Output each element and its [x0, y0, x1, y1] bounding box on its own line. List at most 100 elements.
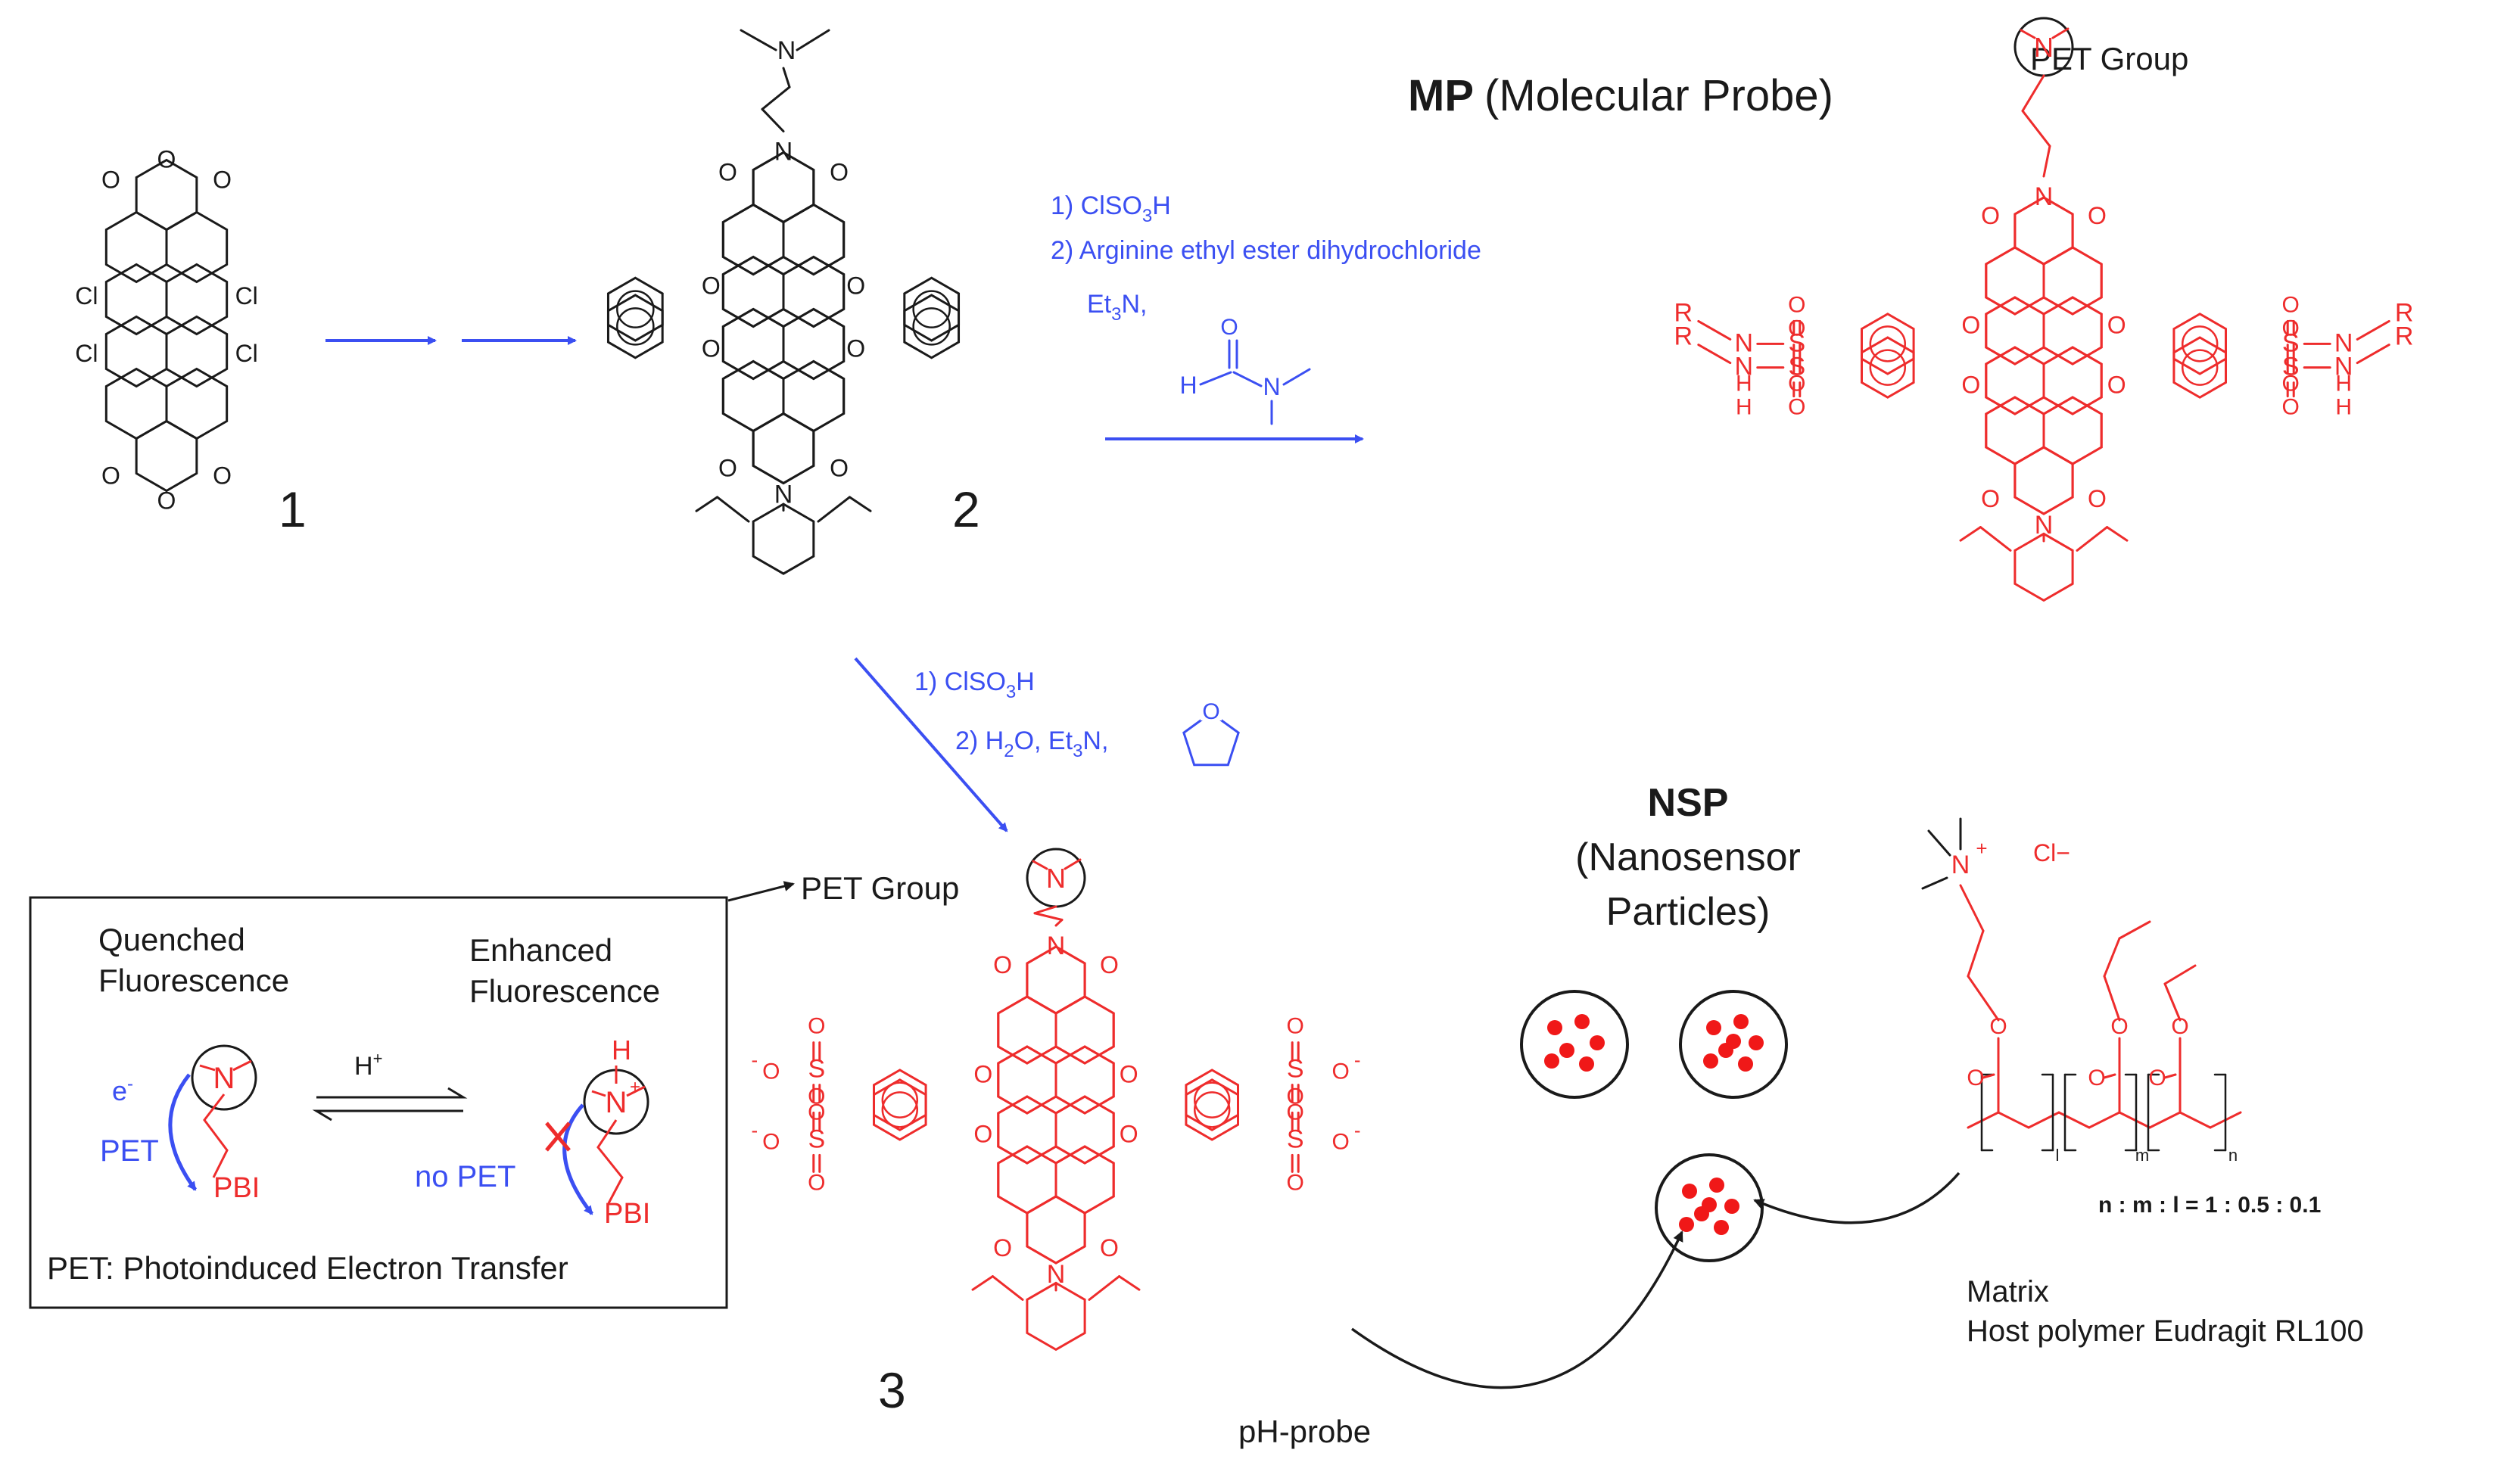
svg-text:O: O	[1981, 202, 2000, 229]
mp-step1: 1) ClSO3H	[1051, 191, 1171, 226]
svg-text:S: S	[1287, 1055, 1304, 1084]
svg-text:O: O	[2171, 1014, 2188, 1039]
probe-dot	[1726, 1034, 1741, 1049]
svg-text:O: O	[1981, 485, 2000, 512]
svg-text:-: -	[751, 1049, 758, 1072]
svg-text:O: O	[993, 1234, 1012, 1262]
pet-mechanism-box: Quenched Fluorescence Enhanced Fluoresce…	[29, 881, 795, 1309]
svg-text:O: O	[718, 454, 737, 481]
svg-text:S: S	[2282, 328, 2300, 357]
svg-text:O: O	[808, 1014, 825, 1039]
probe-dot	[1579, 1056, 1594, 1072]
svg-text:O: O	[2282, 316, 2300, 341]
svg-text:O: O	[1961, 372, 1980, 399]
svg-text:O: O	[762, 1059, 780, 1084]
svg-text:O: O	[1788, 292, 1805, 317]
svg-text:O: O	[1961, 311, 1980, 338]
svg-text:-: -	[1354, 1118, 1361, 1141]
svg-text:O: O	[2282, 371, 2300, 396]
svg-text:O: O	[1788, 316, 1805, 341]
svg-text:O: O	[762, 1129, 780, 1154]
svg-text:O: O	[1989, 1014, 2007, 1039]
svg-text:N: N	[1735, 353, 1754, 381]
svg-text:+: +	[1976, 837, 1987, 860]
svg-text:O: O	[1332, 1059, 1350, 1084]
svg-text:O: O	[2088, 1066, 2105, 1090]
svg-text:PBI: PBI	[604, 1198, 650, 1230]
host-polymer-label: Host polymer Eudragit RL100	[1967, 1314, 2364, 1348]
svg-text:R: R	[2395, 298, 2414, 327]
svg-text:NSP: NSP	[1648, 781, 1729, 825]
arrow-probe-to-particle	[1350, 1230, 1683, 1389]
svg-text:N: N	[777, 36, 796, 65]
nanosensor-particle	[1520, 990, 1629, 1099]
svg-text:O: O	[2282, 395, 2300, 420]
svg-text:O: O	[2107, 311, 2126, 338]
svg-text:O: O	[2107, 372, 2126, 399]
probe-dot	[1574, 1014, 1590, 1029]
svg-text:H: H	[612, 1034, 631, 1066]
svg-text:N: N	[1046, 863, 1066, 894]
probe-dot	[1547, 1020, 1562, 1035]
svg-text:N: N	[1263, 373, 1280, 400]
probe-dot	[1559, 1043, 1574, 1058]
probe-dot	[1544, 1053, 1559, 1069]
svg-text:H: H	[1179, 372, 1197, 399]
c3-step1: 1) ClSO3H	[914, 667, 1035, 702]
svg-text:H: H	[1736, 395, 1752, 420]
enhanced-label-2: Fluorescence	[469, 973, 660, 1009]
svg-text:N: N	[606, 1086, 628, 1119]
svg-text:Cl: Cl	[75, 340, 98, 367]
probe-dot	[1724, 1199, 1739, 1214]
nsp-title: NSP (Nanosensor Particles)	[1575, 781, 1801, 934]
svg-text:O: O	[702, 272, 721, 300]
svg-text:H: H	[1736, 371, 1752, 396]
svg-text:O: O	[1100, 1234, 1119, 1262]
c3-pet-group-label: PET Group	[801, 870, 959, 906]
svg-text:O: O	[808, 1100, 825, 1125]
svg-text:O: O	[1287, 1014, 1304, 1039]
svg-text:O: O	[1332, 1129, 1350, 1154]
dmf-structure: O H N	[1179, 315, 1311, 425]
svg-text:O: O	[1220, 315, 1238, 340]
mp-title: MP(Molecular Probe)	[1408, 71, 1833, 120]
mp-base: Et3N,	[1087, 290, 1147, 325]
svg-text:N: N	[1735, 328, 1754, 357]
svg-text:N: N	[213, 1062, 235, 1095]
probe-dot	[1709, 1178, 1724, 1193]
svg-text:O: O	[101, 462, 120, 489]
svg-text:Cl: Cl	[75, 282, 98, 310]
svg-text:O: O	[2088, 202, 2107, 229]
svg-text:-: -	[1354, 1049, 1361, 1072]
svg-text:N: N	[2034, 32, 2054, 63]
svg-text:O: O	[973, 1060, 992, 1087]
svg-text:O: O	[1120, 1060, 1138, 1087]
pet-label: PET	[100, 1134, 159, 1168]
svg-text:(Nanosensor: (Nanosensor	[1575, 835, 1801, 879]
matrix-label: Matrix	[1967, 1275, 2049, 1308]
svg-text:R: R	[2395, 322, 2414, 351]
svg-text:MP(Molecular Probe): MP(Molecular Probe)	[1408, 71, 1833, 120]
svg-text:O: O	[2282, 292, 2300, 317]
svg-text:O: O	[213, 462, 232, 489]
svg-text:N: N	[1047, 932, 1066, 960]
no-pet-label: no PET	[415, 1160, 515, 1193]
svg-text:O: O	[1100, 951, 1119, 978]
probe-dot	[1703, 1053, 1718, 1069]
ratio-label: n : m : l = 1 : 0.5 : 0.1	[2098, 1193, 2321, 1218]
svg-text:O: O	[973, 1121, 992, 1148]
compound-2-label: 2	[952, 481, 980, 537]
svg-text:O: O	[157, 487, 176, 515]
mp-step2: 2) Arginine ethyl ester dihydrochloride	[1051, 236, 1481, 265]
compound-3-label: 3	[878, 1362, 906, 1418]
mp-reaction-conditions: 1) ClSO3H 2) Arginine ethyl ester dihydr…	[1051, 191, 1481, 325]
probe-dot	[1749, 1035, 1764, 1050]
probe-dot	[1679, 1217, 1694, 1232]
ph-probe-label: pH-probe	[1238, 1414, 1371, 1449]
svg-text:O: O	[1788, 371, 1805, 396]
svg-text:S: S	[808, 1125, 825, 1153]
svg-text:N: N	[774, 138, 793, 166]
